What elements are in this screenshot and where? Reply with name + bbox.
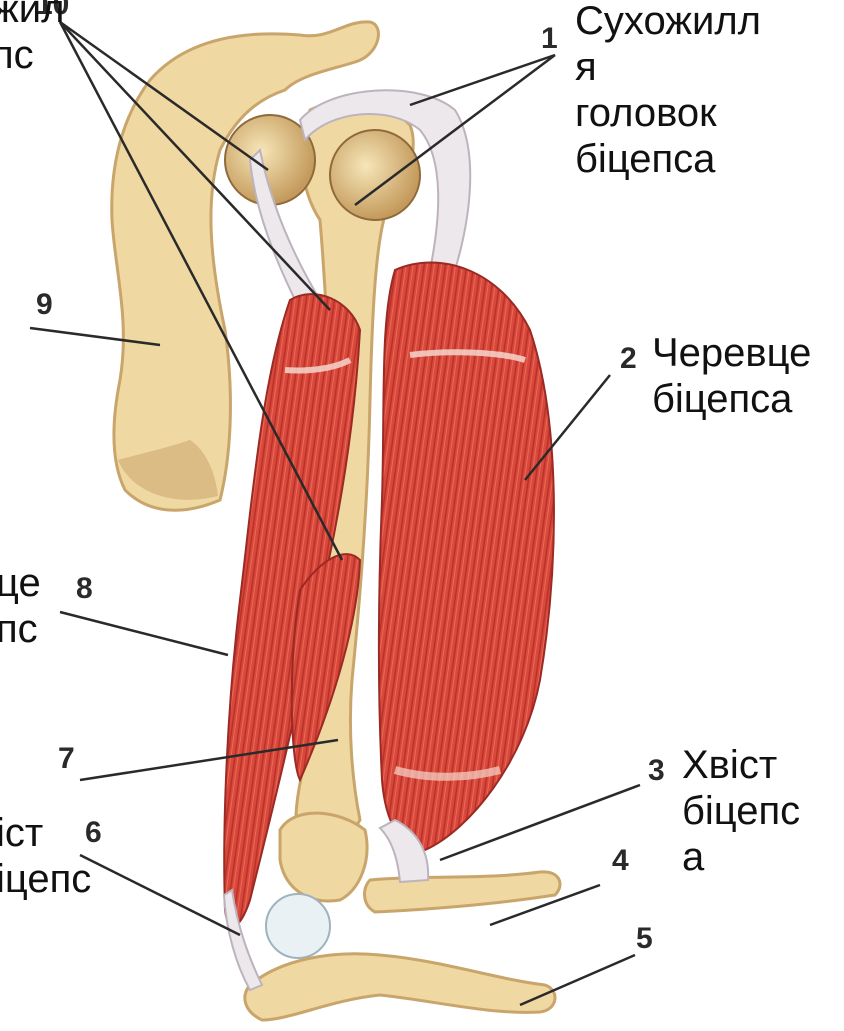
ulna-bone (245, 954, 555, 1020)
label-cropped-8: це пс (0, 560, 41, 652)
label-biceps-belly: Черевце біцепса (652, 330, 811, 422)
label-biceps-tail: Хвіст біцепс а (682, 742, 800, 880)
callout-number-3: 3 (648, 754, 665, 787)
callout-number-7: 7 (58, 742, 75, 775)
olecranon-sphere (266, 894, 330, 958)
label-cropped-6: іст іцепс (0, 810, 91, 902)
label-tendons-of-biceps-heads: Сухожилл я головок біцепса (575, 0, 761, 182)
distal-humerus (280, 813, 367, 901)
radius-bone (365, 872, 560, 912)
callout-number-4: 4 (612, 844, 629, 877)
callout-number-8: 8 (76, 572, 93, 605)
callout-number-1: 1 (541, 22, 558, 55)
humeral-head-2 (330, 130, 420, 220)
callout-number-2: 2 (620, 342, 637, 375)
callout-number-9: 9 (36, 288, 53, 321)
label-cropped-10: жил пс (0, 0, 64, 78)
callout-number-5: 5 (636, 922, 653, 955)
